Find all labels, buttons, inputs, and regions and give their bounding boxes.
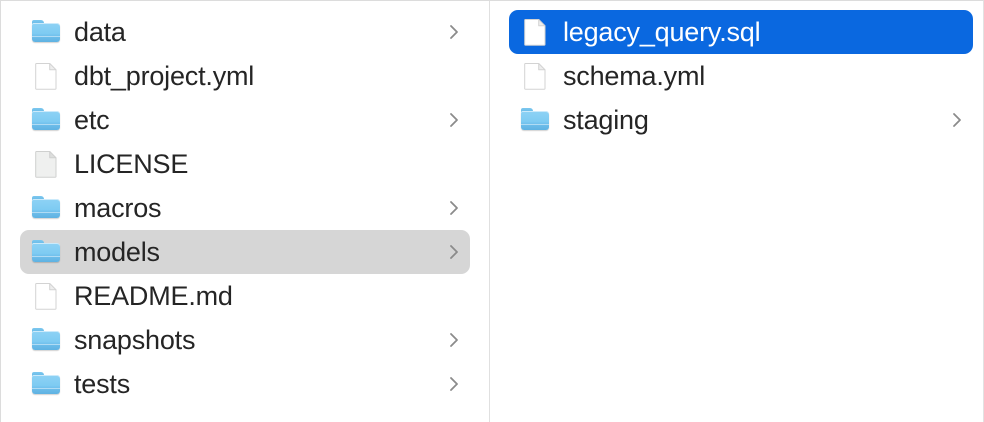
folder-tab [32,372,44,377]
folder-tab [32,240,44,245]
folder-body [32,243,60,262]
file-row[interactable]: dbt_project.yml [20,54,470,98]
item-label: staging [563,105,649,135]
chevron-right-icon [448,198,460,218]
folder-icon [31,237,61,267]
document-icon [520,17,550,47]
chevron-right-icon [951,110,963,130]
folder-row[interactable]: etc [20,98,470,142]
folder-tab [32,328,44,333]
folder-body [32,199,60,218]
item-label: legacy_query.sql [563,17,761,47]
folder-tab [32,196,44,201]
file-row[interactable]: LICENSE [20,142,470,186]
folder-body [32,331,60,350]
folder-icon [31,193,61,223]
folder-row[interactable]: data [20,10,470,54]
folder-tab [32,108,44,113]
folder-icon [31,105,61,135]
item-label: models [74,237,160,267]
folder-icon [520,105,550,135]
folder-row[interactable]: models [20,230,470,274]
item-label: etc [74,105,110,135]
document-plain-icon [31,149,61,179]
document-icon [31,61,61,91]
item-label: LICENSE [74,149,189,179]
folder-icon [31,369,61,399]
chevron-right-icon [448,330,460,350]
item-label: tests [74,369,131,399]
folder-row[interactable]: staging [509,98,973,142]
folder-tab [521,108,533,113]
item-label: README.md [74,281,233,311]
folder-body [32,111,60,130]
folder-row[interactable]: tests [20,362,470,406]
chevron-right-icon [448,374,460,394]
folder-tab [32,20,44,25]
chevron-right-icon [448,22,460,42]
folder-body [32,23,60,42]
file-row[interactable]: README.md [20,274,470,318]
item-label: data [74,17,126,47]
file-row[interactable]: schema.yml [509,54,973,98]
file-browser-column-child[interactable]: legacy_query.sql schema.yml staging [490,1,983,422]
folder-icon [31,325,61,355]
folder-body [32,375,60,394]
folder-body [521,111,549,130]
item-label: macros [74,193,162,223]
chevron-right-icon [448,242,460,262]
folder-icon [31,17,61,47]
document-icon [31,281,61,311]
folder-row[interactable]: macros [20,186,470,230]
item-label: schema.yml [563,61,706,91]
item-label: dbt_project.yml [74,61,255,91]
file-row[interactable]: legacy_query.sql [509,10,973,54]
document-icon [520,61,550,91]
chevron-right-icon [448,110,460,130]
item-label: snapshots [74,325,196,355]
folder-row[interactable]: snapshots [20,318,470,362]
